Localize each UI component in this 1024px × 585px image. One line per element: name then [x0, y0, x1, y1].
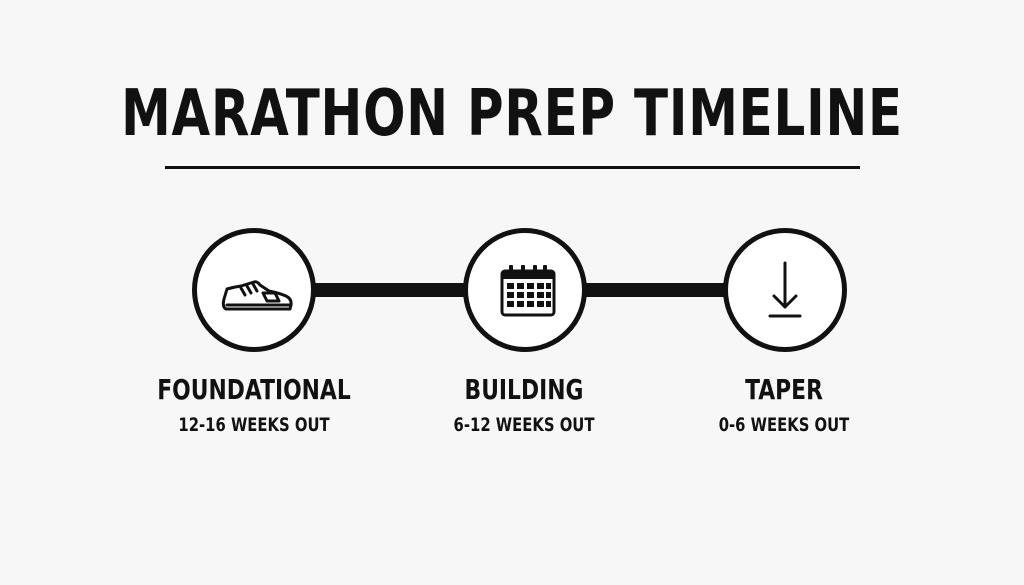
calendar-icon	[500, 265, 556, 317]
stage-range-taper: 0-6 WEEKS OUT	[718, 414, 850, 436]
stage-node-building	[463, 228, 587, 352]
page-title: MARATHON PREP TIMELINE	[121, 77, 903, 151]
timeline-connector-1	[313, 283, 464, 297]
stage-label-building: BUILDING	[464, 373, 584, 406]
stage-range-building: 6-12 WEEKS OUT	[453, 414, 595, 436]
stage-label-foundational: FOUNDATIONAL	[157, 373, 351, 406]
stage-range-foundational: 12-16 WEEKS OUT	[178, 414, 330, 436]
stage-node-taper	[723, 228, 847, 352]
running-shoe-icon	[221, 280, 293, 311]
stage-label-taper: TAPER	[745, 373, 823, 406]
stage-node-foundational	[192, 228, 316, 352]
title-divider	[165, 166, 860, 169]
timeline-connector-2	[584, 283, 725, 297]
down-arrow-icon	[768, 261, 802, 318]
